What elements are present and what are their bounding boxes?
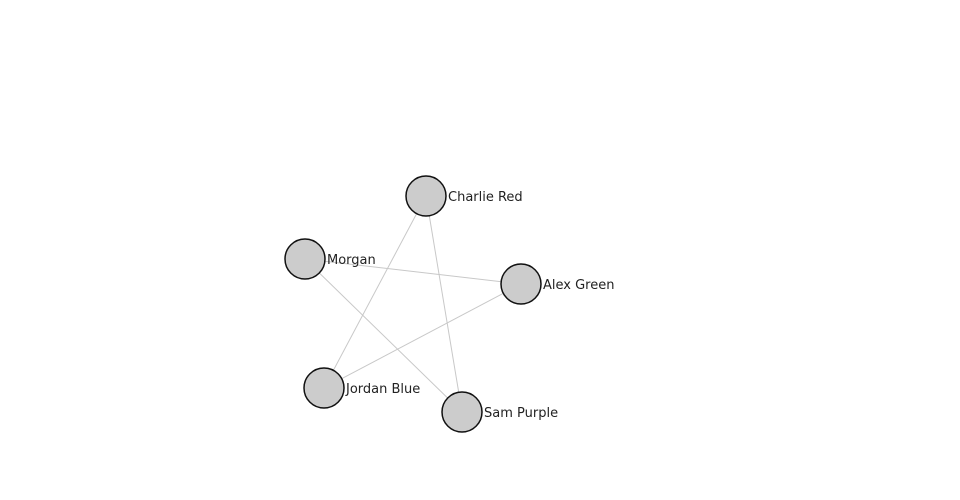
node-jordan[interactable]: Jordan Blue	[303, 367, 420, 409]
node-circle-charlie[interactable]	[405, 175, 447, 217]
node-circle-sam[interactable]	[441, 391, 483, 433]
node-alex[interactable]: Alex Green	[500, 263, 614, 305]
edge-morgan-sam	[304, 258, 463, 413]
node-charlie[interactable]: Charlie Red	[405, 175, 523, 217]
edge-layer	[304, 195, 522, 413]
node-circle-morgan[interactable]	[284, 238, 326, 280]
node-label-sam: Sam Purple	[484, 406, 558, 421]
node-circle-alex[interactable]	[500, 263, 542, 305]
node-sam[interactable]: Sam Purple	[441, 391, 558, 433]
edge-morgan-alex	[304, 258, 522, 285]
node-morgan[interactable]: Morgan	[284, 238, 376, 280]
edge-charlie-jordan	[323, 195, 427, 389]
node-label-alex: Alex Green	[543, 278, 614, 293]
node-label-jordan: Jordan Blue	[345, 382, 420, 397]
node-label-charlie: Charlie Red	[448, 190, 523, 205]
node-circle-jordan[interactable]	[303, 367, 345, 409]
edge-charlie-sam	[425, 195, 463, 413]
node-label-morgan: Morgan	[327, 253, 376, 268]
edge-alex-jordan	[323, 283, 522, 389]
